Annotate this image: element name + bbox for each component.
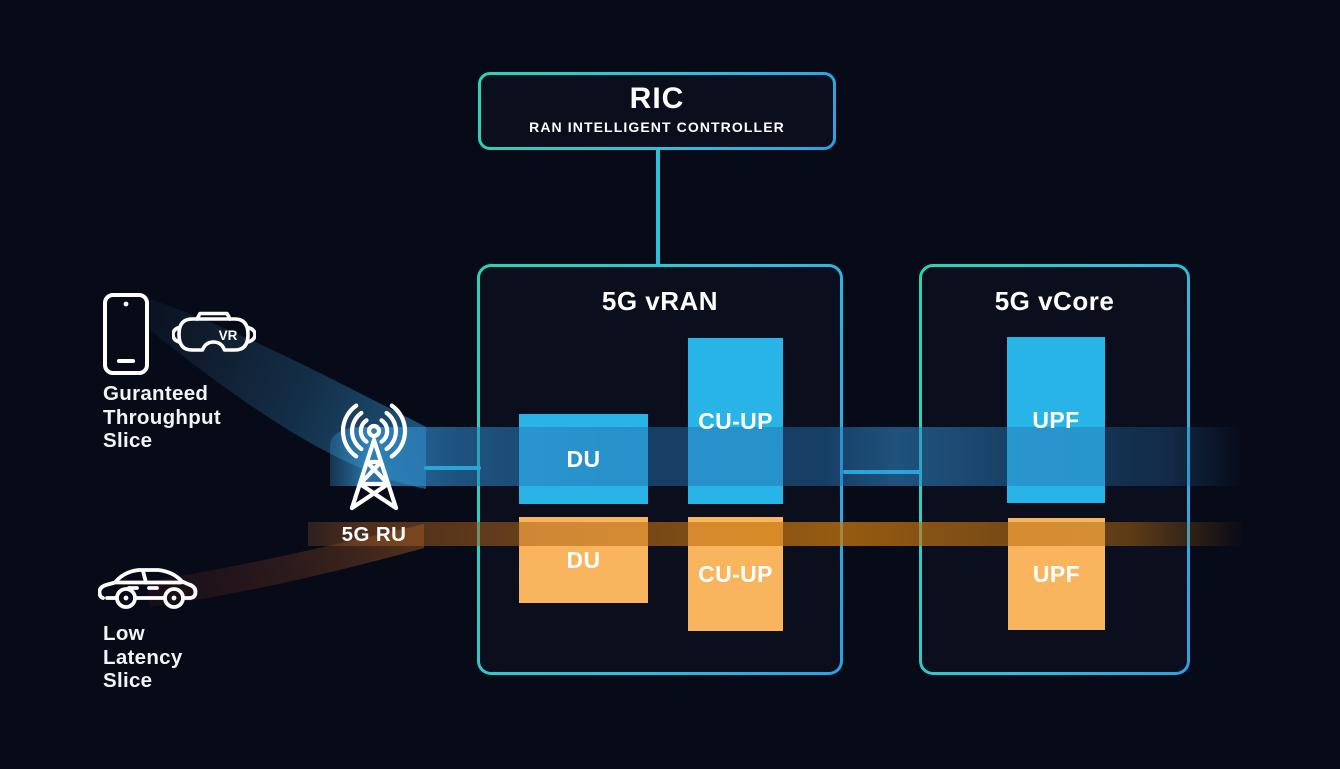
ric-box-inner bbox=[481, 75, 833, 147]
ru-vran-connector bbox=[424, 466, 481, 470]
node-label-du-top: DU bbox=[566, 445, 601, 472]
slice-label-line: Throughput bbox=[103, 405, 221, 429]
vran-vcore-connector bbox=[843, 470, 921, 474]
ric-vran-connector bbox=[656, 149, 660, 266]
vr-badge-text: VR bbox=[219, 328, 238, 343]
node-label-upf-top: UPF bbox=[1032, 406, 1080, 433]
node-label-cuup-bottom: CU-UP bbox=[698, 560, 773, 587]
slice-label-line: Low bbox=[103, 622, 145, 645]
node-label-du-bottom: DU bbox=[566, 546, 601, 573]
antenna-icon bbox=[318, 401, 430, 513]
ric-box bbox=[478, 72, 836, 150]
vcore-title: 5G vCore bbox=[994, 286, 1115, 316]
low-latency-slice-label: Low Latency Slice bbox=[103, 622, 183, 693]
slice-label-line: Guranteed bbox=[103, 382, 209, 405]
ric-title: RIC bbox=[629, 82, 685, 115]
vr-headset-icon: VR bbox=[172, 307, 256, 353]
node-label-upf-bottom: UPF bbox=[1032, 560, 1081, 587]
slice-label-line: Slice bbox=[103, 669, 153, 692]
guaranteed-throughput-slice-label: Guranteed Throughput Slice bbox=[103, 382, 221, 453]
ric-subtitle: RAN INTELLIGENT CONTROLLER bbox=[529, 119, 785, 135]
slice-label-line: Latency bbox=[103, 645, 183, 669]
smartphone-icon bbox=[103, 293, 149, 375]
slice-label-line: Slice bbox=[103, 429, 153, 452]
vran-title: 5G vRAN bbox=[601, 286, 719, 316]
ru-label: 5G RU bbox=[341, 523, 407, 546]
node-label-cuup-top: CU-UP bbox=[698, 407, 773, 434]
car-icon bbox=[98, 559, 198, 609]
